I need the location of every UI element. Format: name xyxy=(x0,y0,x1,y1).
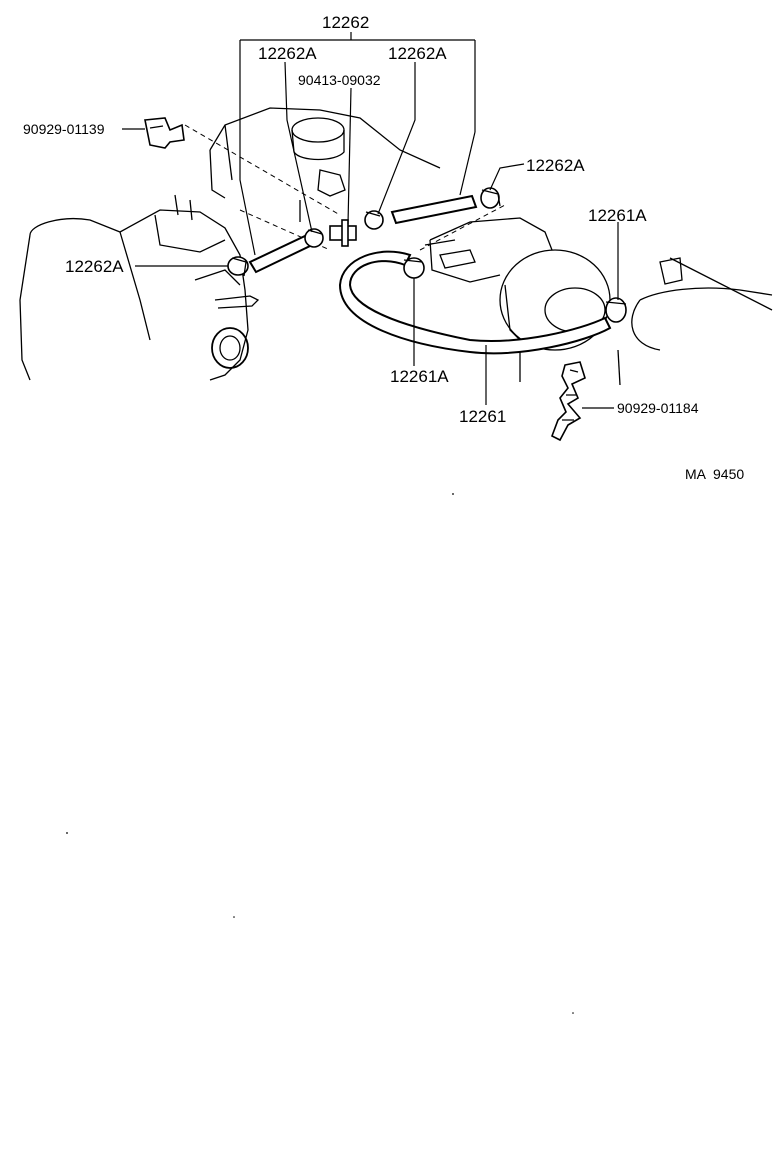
label-12261a-lower-center: 12261A xyxy=(390,367,449,386)
clamp-right-top-icon xyxy=(480,187,501,209)
callout-labels: 12262 12262A 12262A 90413-09032 90929-01… xyxy=(23,13,744,482)
scan-specks xyxy=(66,493,574,1014)
label-12262: 12262 xyxy=(322,13,369,32)
hose-12262-right xyxy=(390,194,478,225)
label-90413-09032: 90413-09032 xyxy=(298,72,381,88)
engine-outline xyxy=(19,107,773,386)
hose-12262-left xyxy=(248,234,312,274)
union-90413-icon xyxy=(329,219,357,247)
vsv-90929-01139-icon xyxy=(144,117,185,149)
leader-lines xyxy=(122,32,619,409)
label-12261a-lower-right: 12261A xyxy=(588,206,647,225)
clamp-lower-right-icon xyxy=(605,297,627,323)
bracket-90929-01184-icon xyxy=(550,361,586,442)
clamp-left-icon xyxy=(227,256,249,277)
label-12262a-upper-left: 12262A xyxy=(258,44,317,63)
hose-12261-lower xyxy=(338,250,612,355)
label-90929-01139: 90929-01139 xyxy=(23,121,105,137)
clamp-upper-right-icon xyxy=(364,210,384,230)
label-12262a-left: 12262A xyxy=(65,257,124,276)
label-12261: 12261 xyxy=(459,407,506,426)
diagram-code: MA 9450 xyxy=(685,466,744,482)
label-90929-01184: 90929-01184 xyxy=(617,400,699,416)
label-12262a-upper-right: 12262A xyxy=(388,44,447,63)
clamp-upper-left-icon xyxy=(304,228,324,248)
clamp-lower-center-icon xyxy=(403,257,425,279)
label-12262a-right-top: 12262A xyxy=(526,156,585,175)
